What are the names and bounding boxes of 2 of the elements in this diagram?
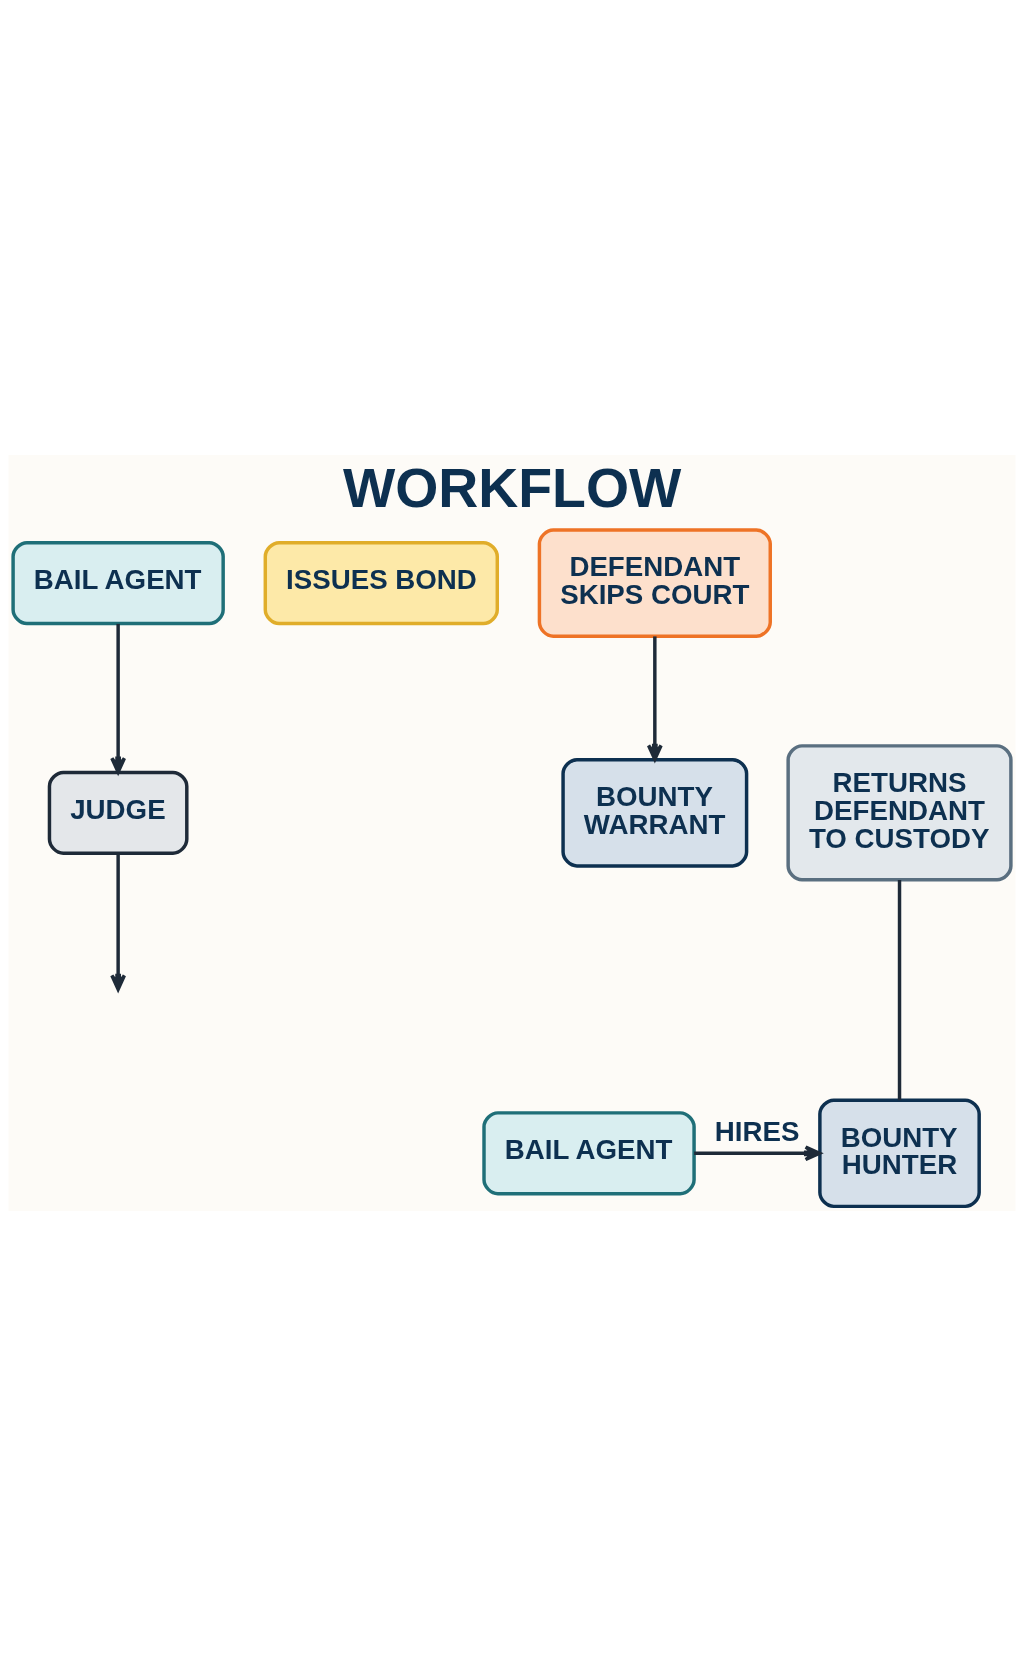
edge-label: HIRES [714, 1115, 800, 1147]
diagram-title: WORKFLOW [342, 457, 682, 520]
